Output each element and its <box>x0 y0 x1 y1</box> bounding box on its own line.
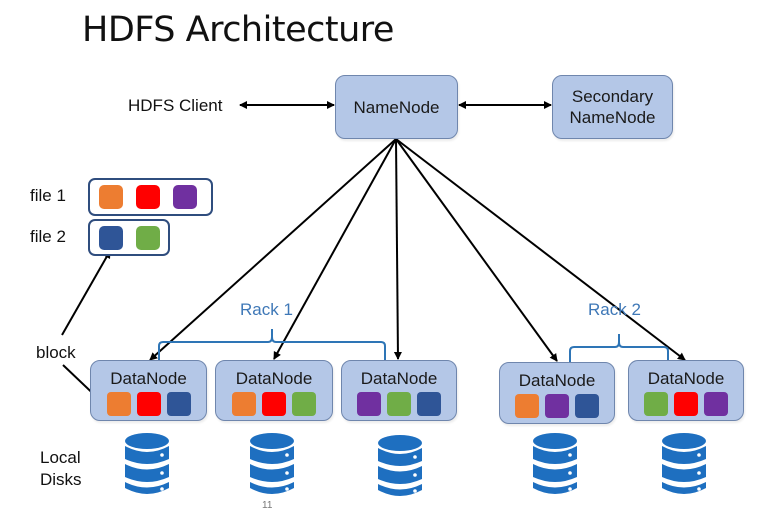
file2-box <box>88 219 170 256</box>
local-disks-label: Local Disks <box>40 447 82 491</box>
datanode-4: DataNode <box>499 362 615 424</box>
namenode-datanode1-arrow <box>149 138 397 361</box>
namenode-datanode5-arrow <box>395 138 686 361</box>
datanode-block-red <box>674 392 698 416</box>
page-number: 11 <box>262 500 273 511</box>
namenode-datanode4-arrow <box>395 138 558 362</box>
block-label: block <box>36 343 76 362</box>
database-icon <box>662 433 706 494</box>
local-disks-label-line1: Local <box>40 448 81 467</box>
datanode-label: DataNode <box>235 369 313 388</box>
file2-block-1 <box>99 225 123 250</box>
rack2-label: Rack 2 <box>588 300 641 319</box>
datanode-block-green <box>644 392 668 416</box>
datanode-label: DataNode <box>360 369 438 388</box>
datanode-label: DataNode <box>110 369 187 388</box>
page-title: HDFS Architecture <box>82 10 394 50</box>
secondary-namenode-box: Secondary NameNode <box>552 75 673 139</box>
namenode-datanode2-arrow <box>273 138 397 360</box>
datanode-2: DataNode <box>215 360 333 421</box>
rack1-brace <box>158 329 386 361</box>
datanode-3: DataNode <box>341 360 457 421</box>
datanode-block-blue <box>575 394 599 418</box>
datanode-block-orange <box>106 392 131 416</box>
datanode-block-orange <box>232 392 256 416</box>
datanode-1: DataNode <box>90 360 207 421</box>
file2-label: file 2 <box>30 227 66 246</box>
file2-block-2 <box>136 225 160 250</box>
rack2-brace <box>569 334 669 362</box>
datanode-block-red <box>136 392 161 416</box>
datanode-block-orange <box>515 394 539 418</box>
hdfs-client-label: HDFS Client <box>128 96 223 115</box>
file1-block-2 <box>136 185 160 209</box>
datanode-block-blue <box>166 392 191 416</box>
file1-block-1 <box>99 185 123 209</box>
datanode-block-purple <box>545 394 569 418</box>
namenode-label: NameNode <box>353 97 440 117</box>
datanode-block-green <box>292 392 316 416</box>
datanode-label: DataNode <box>518 371 596 390</box>
block-to-file2-arrow <box>61 250 111 336</box>
database-icon <box>533 433 577 494</box>
namenode-box: NameNode <box>335 75 458 139</box>
database-icon <box>250 433 294 494</box>
local-disks-label-line2: Disks <box>40 470 82 489</box>
file1-box <box>88 178 213 216</box>
secondary-namenode-label-line1: Secondary <box>571 87 654 106</box>
rack1-label: Rack 1 <box>240 300 293 319</box>
datanode-block-red <box>262 392 286 416</box>
file1-label: file 1 <box>30 186 66 205</box>
secondary-namenode-label-line2: NameNode <box>569 108 656 127</box>
file1-block-3 <box>173 185 197 209</box>
datanode-block-blue <box>417 392 441 416</box>
datanode-label: DataNode <box>647 369 725 388</box>
database-icon <box>378 435 422 496</box>
datanode-block-purple <box>357 392 381 416</box>
namenode-datanode3-arrow <box>393 138 402 360</box>
database-icon <box>125 433 169 494</box>
datanode-5: DataNode <box>628 360 744 421</box>
datanode-block-green <box>387 392 411 416</box>
datanode-block-purple <box>704 392 728 416</box>
